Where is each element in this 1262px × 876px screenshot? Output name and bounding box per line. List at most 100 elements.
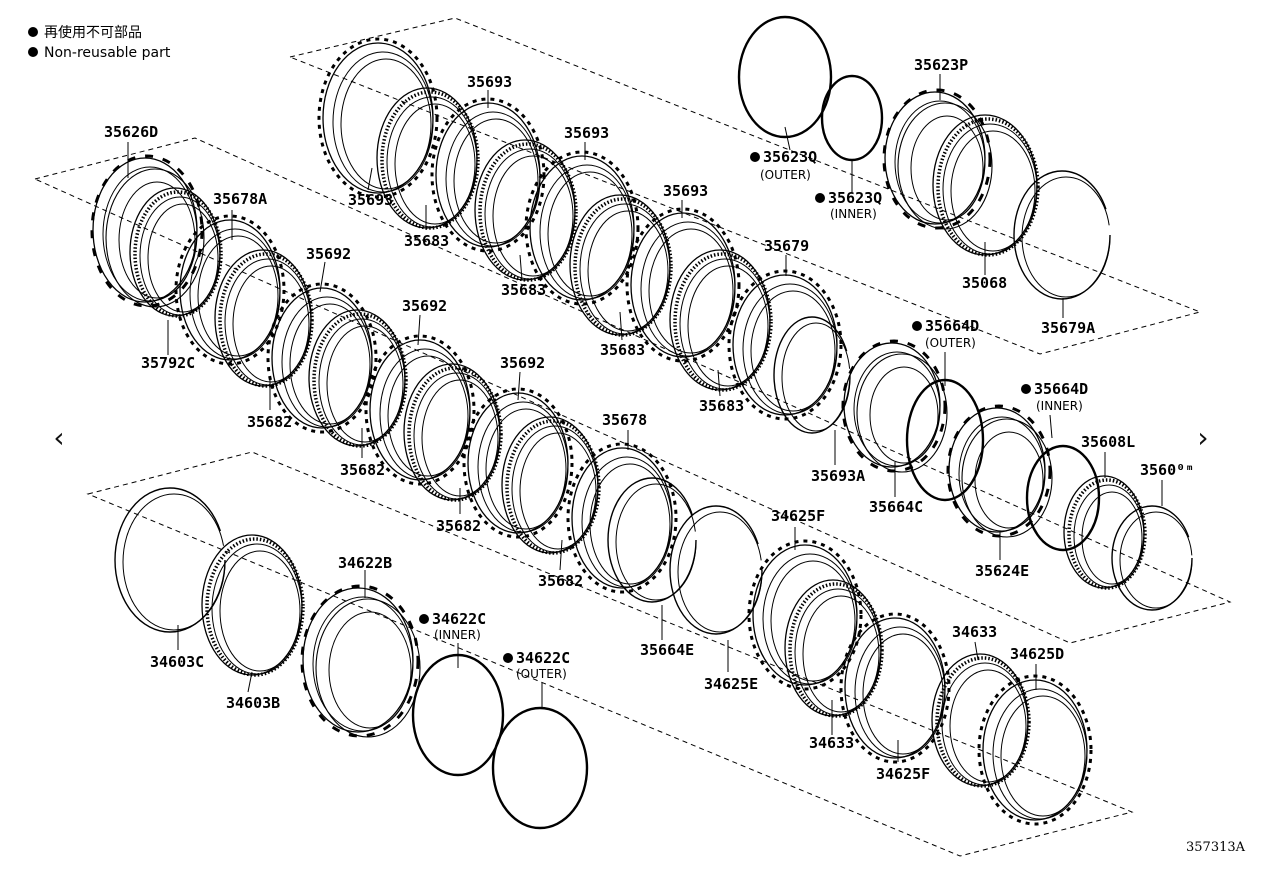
part-label-35678A[interactable]: 35678A <box>213 190 267 208</box>
next-arrow-icon[interactable]: › <box>1197 421 1209 454</box>
ring-outer-edge <box>982 679 1088 821</box>
snap-ring <box>607 477 697 603</box>
part-label-34625E[interactable]: 34625E <box>704 675 758 693</box>
part-label-35682[interactable]: 35682 <box>436 517 481 535</box>
ring-outer-edge <box>1063 475 1145 589</box>
ring-face <box>539 164 635 300</box>
part-label-35624E[interactable]: 35624E <box>975 562 1029 580</box>
part-label-35068[interactable]: 35068 <box>962 274 1007 292</box>
part-label-35693[interactable]: 35693 <box>467 73 512 91</box>
ring-part <box>747 539 863 691</box>
ring-teeth <box>462 387 574 539</box>
ring-inner-edge <box>802 595 880 713</box>
ring-part <box>625 207 741 363</box>
ring-inner-edge <box>1081 491 1143 585</box>
leader-line <box>519 254 523 281</box>
part-label-35623Q-outer[interactable]: 35623Q <box>763 148 817 166</box>
part-label-35683[interactable]: 35683 <box>404 232 449 250</box>
ring-face <box>958 416 1046 532</box>
part-label-35608L[interactable]: 35608L <box>1081 433 1135 451</box>
part-label-34622C-inner[interactable]: 34622C <box>432 610 486 628</box>
part-label-35693[interactable]: 35693 <box>348 191 393 209</box>
part-label-35626D[interactable]: 35626D <box>104 123 158 141</box>
part-label-34622B[interactable]: 34622B <box>338 554 392 572</box>
ring-face <box>579 203 671 335</box>
part-label-35623Q-inner[interactable]: 35623Q <box>828 189 882 207</box>
part-label-35678[interactable]: 35678 <box>602 411 647 429</box>
part-label-34603C[interactable]: 34603C <box>150 653 204 671</box>
ring-teeth <box>727 269 843 421</box>
o-ring <box>411 653 505 777</box>
ring-part <box>931 653 1031 788</box>
part-label-35664E[interactable]: 35664E <box>640 641 694 659</box>
part-label-34603B[interactable]: 34603B <box>226 694 280 712</box>
ring-outer-edge <box>369 339 471 481</box>
previous-arrow-icon[interactable]: ‹ <box>53 421 65 454</box>
part-label-34625F[interactable]: 34625F <box>876 765 930 783</box>
part-label-35692[interactable]: 35692 <box>306 245 351 263</box>
ring-part <box>524 150 640 306</box>
ring-part <box>569 194 673 337</box>
part-label-35792C[interactable]: 35792C <box>141 354 195 372</box>
leader-line <box>417 314 421 346</box>
ring-teeth <box>317 37 439 199</box>
qualifier-outer: (OUTER) <box>760 168 811 182</box>
ring-part <box>411 653 505 777</box>
snap-ring <box>669 505 763 635</box>
snap-ring <box>1021 176 1111 298</box>
ring-inner-edge <box>648 228 734 354</box>
hub-lugs <box>946 404 1052 538</box>
ring-teeth <box>566 442 678 594</box>
ring-part <box>607 477 697 603</box>
part-label-35693[interactable]: 35693 <box>663 182 708 200</box>
ring-teeth <box>747 539 863 691</box>
part-label-35679A[interactable]: 35679A <box>1041 319 1095 337</box>
ring-face <box>224 258 312 386</box>
part-label-35664D-outer[interactable]: 35664D <box>925 317 979 335</box>
leader-line <box>784 126 791 151</box>
part-label-34633[interactable]: 34633 <box>952 623 997 641</box>
friction-lining <box>1067 478 1147 590</box>
part-label-35682[interactable]: 35682 <box>340 461 385 479</box>
part-label-35623P[interactable]: 35623P <box>914 56 968 74</box>
part-label-34622C-outer[interactable]: 34622C <box>516 649 570 667</box>
part-label-35664C[interactable]: 35664C <box>869 498 923 516</box>
ring-inner-edge <box>862 633 944 755</box>
leader-line <box>974 641 979 661</box>
part-label-35693[interactable]: 35693 <box>564 124 609 142</box>
non-reusable-dot-icon <box>815 193 825 203</box>
part-label-35693A[interactable]: 35693A <box>811 467 865 485</box>
friction-lining <box>935 656 1031 788</box>
ring-inner-edge <box>750 290 836 412</box>
qualifier-outer: (OUTER) <box>925 336 976 350</box>
part-label-35692[interactable]: 35692 <box>402 297 447 315</box>
ring-teeth <box>174 214 286 366</box>
part-label-35679[interactable]: 35679 <box>764 237 809 255</box>
part-label-35664D-inner[interactable]: 35664D <box>1034 380 1088 398</box>
ring-part <box>1063 475 1147 590</box>
part-label-34625D[interactable]: 34625D <box>1010 645 1064 663</box>
part-label-34625F[interactable]: 34625F <box>771 507 825 525</box>
part-label-35683[interactable]: 35683 <box>501 281 546 299</box>
ring-inner-edge <box>770 560 856 682</box>
ring-teeth <box>430 97 546 253</box>
part-label-35682[interactable]: 35682 <box>538 572 583 590</box>
part-label-35682[interactable]: 35682 <box>247 413 292 431</box>
ring-outer-edge <box>571 447 673 589</box>
non-reusable-markers <box>419 152 1031 663</box>
ring-part <box>491 706 589 830</box>
ring-inner-edge <box>589 463 671 585</box>
leader-lines <box>127 74 1163 762</box>
part-label-3560[interactable]: 3560⁰ᵐ <box>1140 461 1194 479</box>
leader-line <box>319 261 326 293</box>
ring-outer-edge <box>732 274 838 416</box>
qualifier-inner: (INNER) <box>434 628 481 642</box>
part-label-34633[interactable]: 34633 <box>809 734 854 752</box>
part-label-35683[interactable]: 35683 <box>699 397 744 415</box>
part-label-35683[interactable]: 35683 <box>600 341 645 359</box>
legend-japanese-text: 再使用不可部品 <box>44 25 142 41</box>
drawing-number: 357313A <box>1186 840 1246 855</box>
ring-part <box>905 378 985 502</box>
part-label-35692[interactable]: 35692 <box>500 354 545 372</box>
